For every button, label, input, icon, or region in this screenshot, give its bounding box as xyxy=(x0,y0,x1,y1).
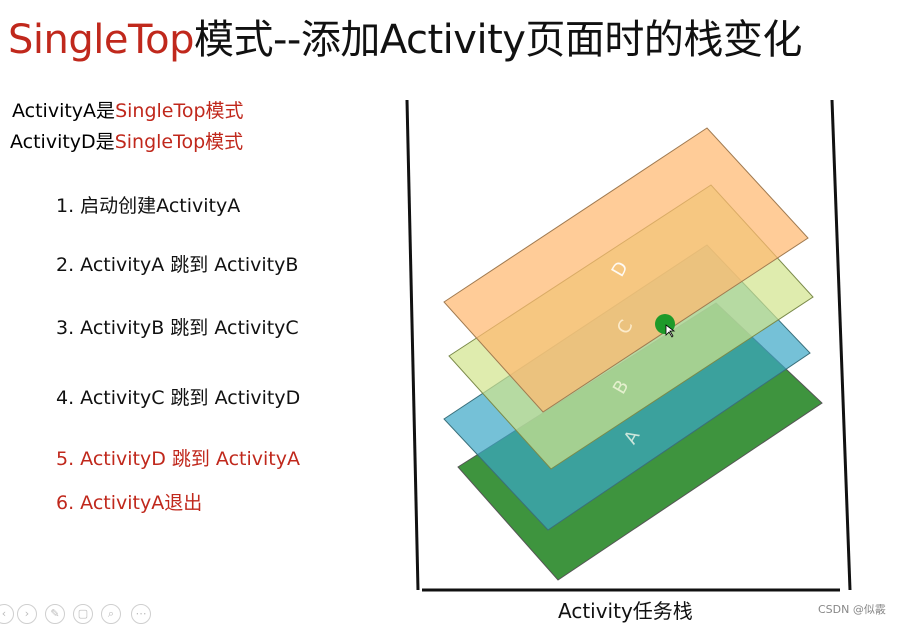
step-4: 4. ActivityC 跳到 ActivityD xyxy=(56,387,301,409)
layer-d xyxy=(443,127,809,413)
step-5: 5. ActivityD 跳到 ActivityA xyxy=(56,448,300,470)
mode-line-d: ActivityD是SingleTop模式 xyxy=(10,127,243,154)
stack-left-wall xyxy=(405,99,420,591)
step-6: 6. ActivityA退出 xyxy=(56,492,203,514)
more-icon[interactable]: ⋯ xyxy=(131,604,151,624)
step-3: 3. ActivityB 跳到 ActivityC xyxy=(56,317,299,339)
step-1: 1. 启动创建ActivityA xyxy=(56,195,241,217)
mode-value: SingleTop模式 xyxy=(114,131,244,153)
watermark: CSDN @似霰 xyxy=(818,603,886,616)
title-rest: 模式--添加Activity页面时的栈变化 xyxy=(193,17,802,63)
step-2: 2. ActivityA 跳到 ActivityB xyxy=(56,254,299,276)
mouse-pointer-icon xyxy=(665,324,676,338)
title-mode: SingleTop xyxy=(8,17,194,63)
zoom-icon[interactable]: ⌕ xyxy=(101,604,121,624)
mode-line-a: ActivityA是SingleTop模式 xyxy=(12,96,244,123)
next-icon[interactable]: › xyxy=(17,604,37,624)
copy-icon[interactable]: ▢ xyxy=(73,604,93,624)
mode-value: SingleTop模式 xyxy=(115,100,244,122)
page-title: SingleTop模式--添加Activity页面时的栈变化 xyxy=(8,12,802,68)
pen-icon[interactable]: ✎ xyxy=(45,604,65,624)
mode-activity-label: ActivityA是 xyxy=(12,100,116,122)
mode-activity-label: ActivityD是 xyxy=(10,131,115,153)
stack-label: Activity任务栈 xyxy=(558,599,693,623)
stack-right-wall xyxy=(830,99,852,591)
